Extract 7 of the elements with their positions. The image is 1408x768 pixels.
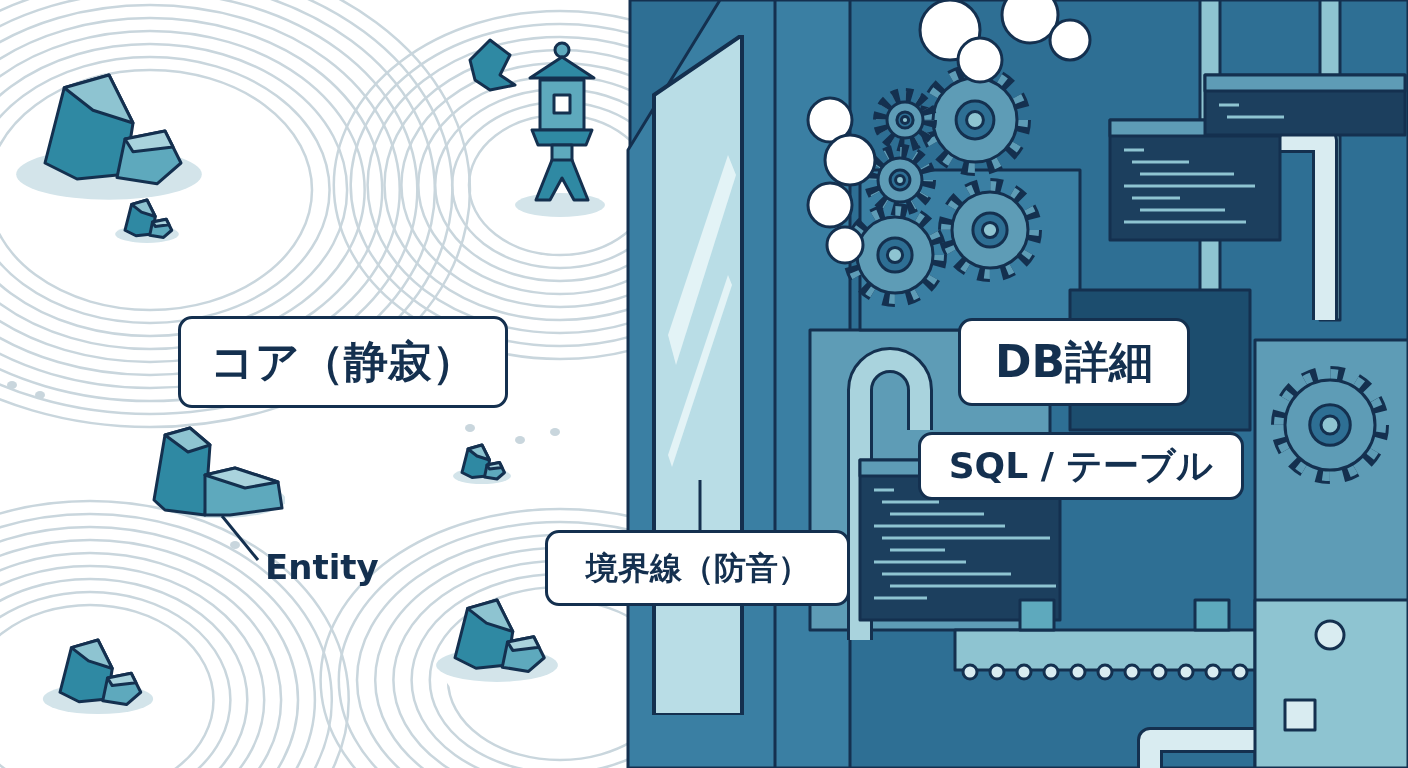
entity-label: Entity [265,545,395,589]
leader-line [220,515,260,561]
leader-line [698,480,702,530]
label-box: SQL / テーブル [918,432,1244,500]
label-box: 境界線（防音） [545,530,850,606]
title-box: コア（静寂） [178,316,508,408]
label-box: DB詳細 [958,318,1190,406]
